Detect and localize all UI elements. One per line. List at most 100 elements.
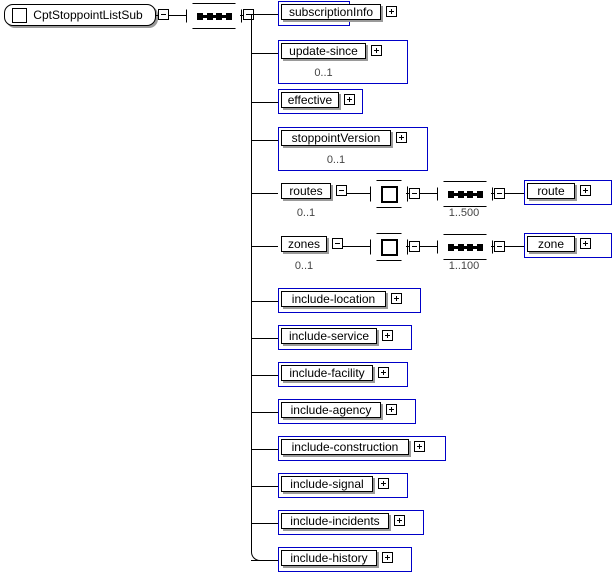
root-element-node[interactable]: CptStoppointListSub <box>4 4 156 26</box>
minus-icon-routes[interactable] <box>336 185 347 196</box>
element-label: include-location <box>291 292 376 306</box>
plus-icon-include-service[interactable] <box>382 330 393 341</box>
element-label: include-history <box>290 551 368 565</box>
element-label: include-agency <box>290 403 372 417</box>
plus-icon-include-signal[interactable] <box>378 478 389 489</box>
plus-icon-include-location[interactable] <box>391 293 402 304</box>
element-name-box-subscriptionInfo[interactable]: subscriptionInfo <box>281 4 381 20</box>
all-to-toggle-line-zones <box>406 246 409 247</box>
toggle-to-sequence-line <box>169 15 186 16</box>
element-label: update-since <box>289 44 358 58</box>
cardinality-update-since: 0..1 <box>314 67 333 79</box>
element-label: include-incidents <box>290 514 380 528</box>
sequence-to-toggle-line <box>240 15 243 16</box>
sequence-dots <box>197 15 231 18</box>
plus-icon-route[interactable] <box>580 185 591 196</box>
plus-icon-include-incidents[interactable] <box>394 515 405 526</box>
element-name-box-include-history[interactable]: include-history <box>281 550 377 566</box>
plus-icon-include-agency[interactable] <box>386 404 397 415</box>
branch-line-zones <box>251 246 278 247</box>
element-name-box-include-signal[interactable]: include-signal <box>281 476 373 492</box>
line-zones-to-sequence <box>420 246 437 247</box>
all-toggle-minus-icon-zones[interactable] <box>409 241 420 252</box>
branch-line-include-signal <box>251 486 278 487</box>
element-name-box-effective[interactable]: effective <box>281 92 339 108</box>
plus-icon-include-construction[interactable] <box>414 441 425 452</box>
branch-line-include-location <box>251 301 278 302</box>
element-label: routes <box>289 184 323 198</box>
branch-line-include-facility <box>251 375 278 376</box>
plus-icon-subscriptionInfo[interactable] <box>386 6 397 17</box>
element-label: stoppointVersion <box>291 131 381 145</box>
element-label: include-service <box>288 329 370 343</box>
root-sequence-icon[interactable] <box>186 3 242 29</box>
line-routes-to-leaf <box>505 193 524 194</box>
element-label: subscriptionInfo <box>288 5 374 19</box>
sequence-to-toggle-line-routes <box>491 193 494 194</box>
cardinality-routes-sequence: 1..500 <box>448 207 480 219</box>
branch-line-include-service <box>251 338 278 339</box>
line-zones-to-leaf <box>505 246 524 247</box>
element-name-box-zone[interactable]: zone <box>527 236 575 252</box>
element-label: effective <box>287 93 333 107</box>
element-name-box-include-service[interactable]: include-service <box>281 328 377 344</box>
element-label: zone <box>537 237 565 251</box>
element-label: include-facility <box>289 366 365 380</box>
plus-icon-include-history[interactable] <box>382 552 393 563</box>
element-name-box-include-agency[interactable]: include-agency <box>281 402 381 418</box>
element-label: include-construction <box>291 440 399 454</box>
sequence-toggle-minus-icon-zones[interactable] <box>494 241 505 252</box>
plus-icon-update-since[interactable] <box>371 45 382 56</box>
element-name-box-update-since[interactable]: update-since <box>281 43 366 59</box>
branch-line-stoppointVersion <box>251 140 278 141</box>
element-name-box-include-facility[interactable]: include-facility <box>281 365 373 381</box>
root-element-label: CptStoppointListSub <box>33 8 143 22</box>
cardinality-zones-sequence: 1..100 <box>448 260 480 272</box>
element-name-box-zones[interactable]: zones <box>281 236 327 252</box>
sequence-toggle-minus-icon-routes[interactable] <box>494 188 505 199</box>
cardinality-routes: 0..1 <box>296 207 316 219</box>
element-name-box-include-location[interactable]: include-location <box>281 291 386 307</box>
element-label: include-signal <box>290 477 364 491</box>
element-name-box-include-incidents[interactable]: include-incidents <box>281 513 389 529</box>
branch-line-include-agency <box>251 412 278 413</box>
sequence-icon-zones[interactable] <box>437 234 493 260</box>
branch-line-subscriptionInfo <box>251 14 278 15</box>
minus-icon-zones[interactable] <box>332 238 343 249</box>
element-label: zones <box>287 237 321 251</box>
line-zones-to-all <box>343 246 370 247</box>
root-to-toggle-line <box>156 15 158 16</box>
line-routes-to-all <box>347 193 370 194</box>
branch-line-include-incidents <box>251 523 278 524</box>
element-name-box-route[interactable]: route <box>527 183 575 199</box>
sequence-icon-routes[interactable] <box>437 181 493 207</box>
all-icon-routes[interactable] <box>370 180 408 208</box>
branch-line-effective <box>251 102 278 103</box>
plus-icon-zone[interactable] <box>580 238 591 249</box>
plus-icon-effective[interactable] <box>344 94 355 105</box>
branch-line-include-construction <box>251 449 278 450</box>
all-square <box>381 186 398 203</box>
root-toggle-minus-icon[interactable] <box>158 9 169 20</box>
element-icon <box>12 7 27 23</box>
line-routes-to-sequence <box>420 193 437 194</box>
sequence-to-toggle-line-zones <box>491 246 494 247</box>
all-toggle-minus-icon-routes[interactable] <box>409 188 420 199</box>
cardinality-stoppointVersion: 0..1 <box>326 154 346 166</box>
plus-icon-include-facility[interactable] <box>378 367 389 378</box>
all-square <box>381 239 398 256</box>
element-name-box-routes[interactable]: routes <box>281 183 331 199</box>
branch-line-update-since <box>251 53 278 54</box>
sequence-dots <box>448 193 482 196</box>
trunk-elbow <box>251 551 262 561</box>
sequence-dots <box>448 246 482 249</box>
element-name-box-include-construction[interactable]: include-construction <box>281 439 409 455</box>
element-name-box-stoppointVersion[interactable]: stoppointVersion <box>281 130 391 146</box>
all-to-toggle-line-routes <box>406 193 409 194</box>
all-icon-zones[interactable] <box>370 233 408 261</box>
trunk-line <box>251 15 252 551</box>
branch-line-include-history <box>251 560 278 561</box>
element-label: route <box>537 184 565 198</box>
plus-icon-stoppointVersion[interactable] <box>396 132 407 143</box>
